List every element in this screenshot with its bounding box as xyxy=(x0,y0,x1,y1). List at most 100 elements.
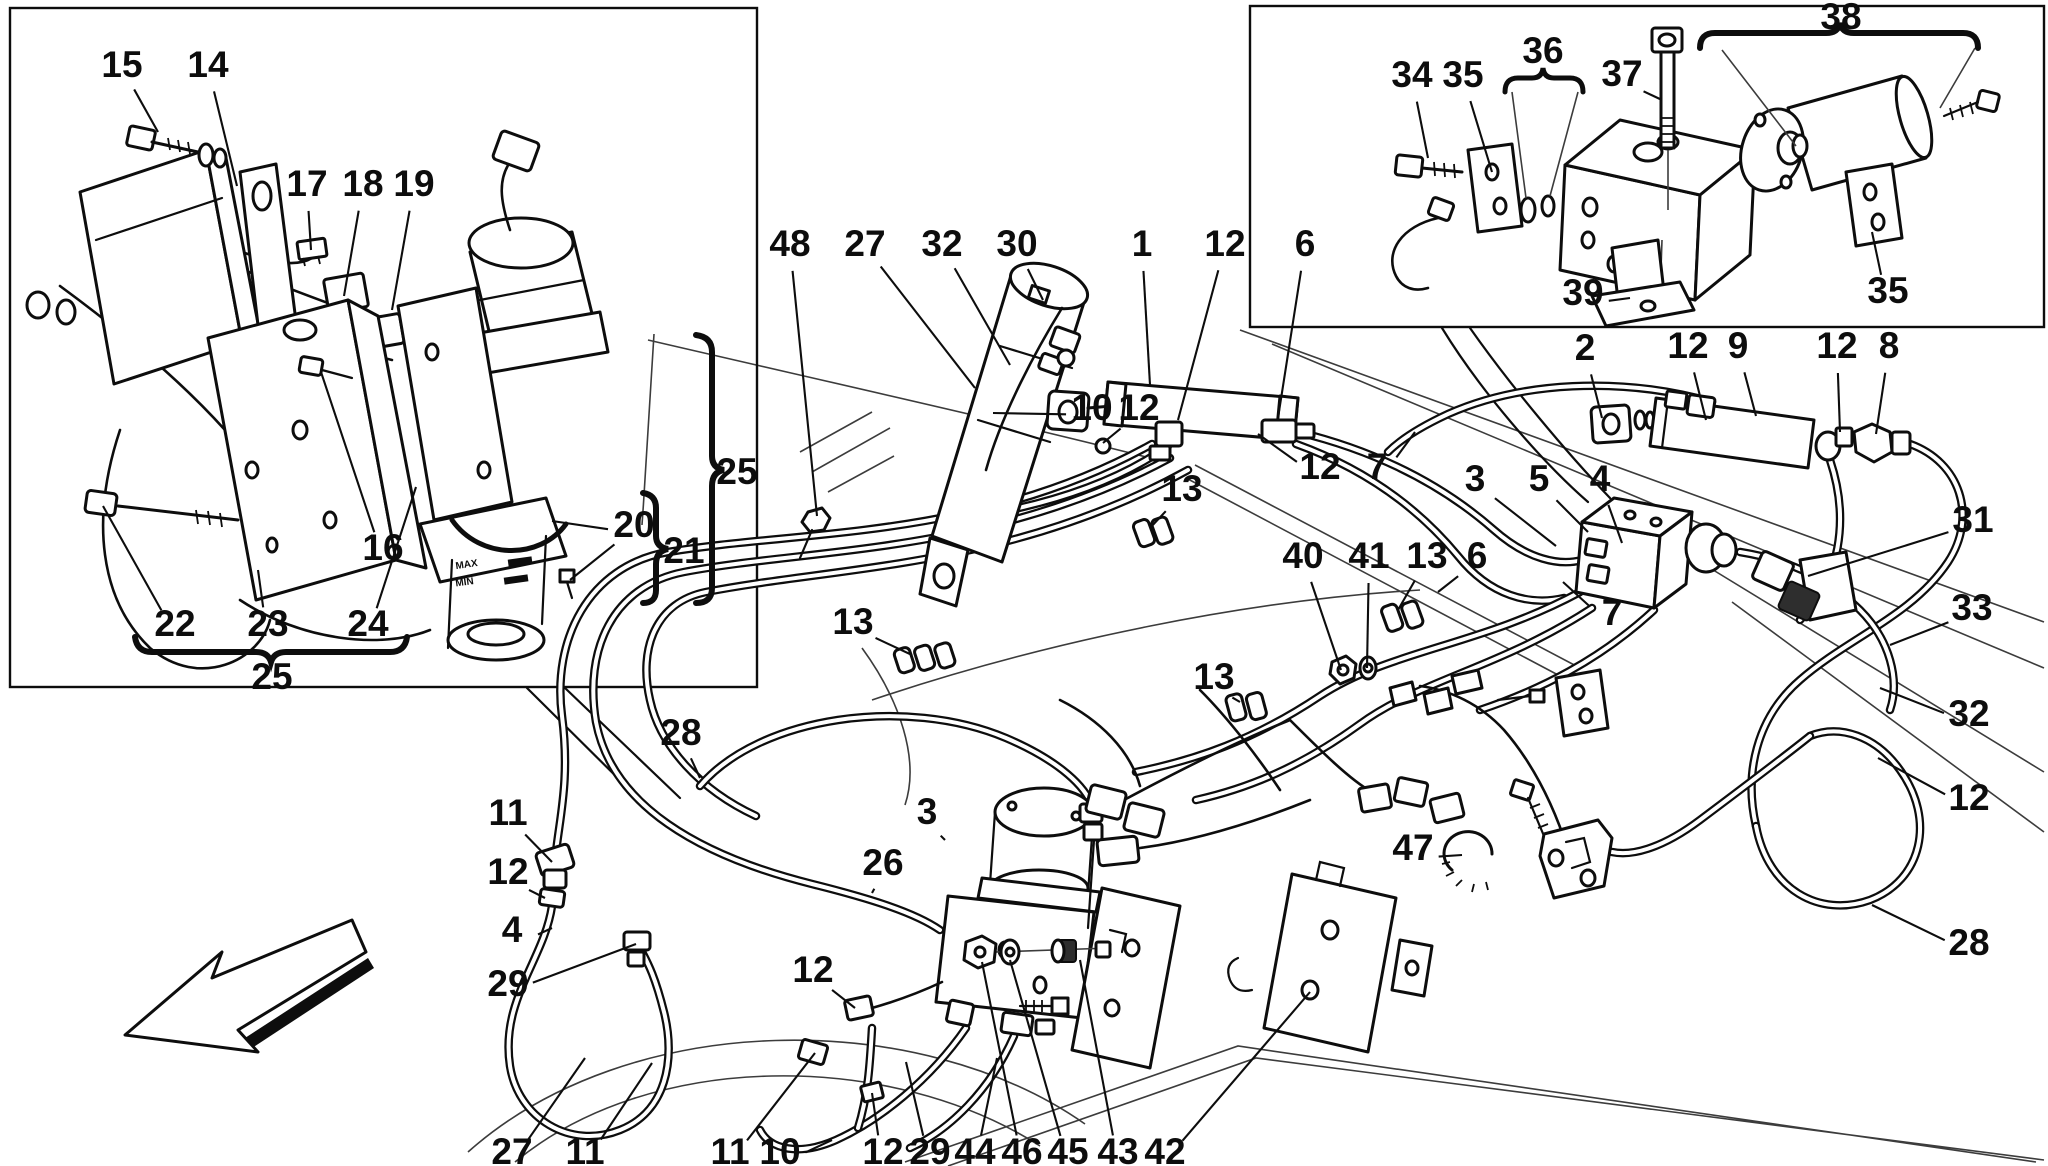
callout-14: 14 xyxy=(187,44,229,85)
reservoir-min-mark: MIN xyxy=(455,576,475,589)
oil-reservoir-20-21: MAX MIN xyxy=(418,496,576,662)
callout-7: 7 xyxy=(1367,446,1388,487)
inset-top-right-frame xyxy=(1248,4,2046,504)
callout-leader-46 xyxy=(980,961,1018,1136)
callout-leader-2 xyxy=(1590,374,1604,419)
callout-leader-12 xyxy=(1836,372,1842,433)
brace-25-right xyxy=(693,332,725,606)
callout-32: 32 xyxy=(1948,693,1989,734)
callout-34: 34 xyxy=(1391,54,1433,95)
callout-35: 35 xyxy=(1442,54,1483,95)
callout-2: 2 xyxy=(1575,327,1596,368)
callout-leader-6 xyxy=(1437,575,1459,593)
callout-44: 44 xyxy=(954,1131,996,1166)
callout-13: 13 xyxy=(1406,535,1447,576)
callout-18: 18 xyxy=(342,163,383,204)
callout-leader-15 xyxy=(133,88,159,133)
callout-19: 19 xyxy=(393,163,434,204)
callout-leader-16 xyxy=(320,371,376,533)
callout-leader-8 xyxy=(1874,372,1887,435)
callout-12: 12 xyxy=(487,851,528,892)
brace-25-bottom xyxy=(132,634,410,673)
callout-46: 46 xyxy=(1001,1131,1042,1166)
plate-44 xyxy=(1070,886,1182,1070)
callout-48: 48 xyxy=(769,223,810,264)
callout-leader-35 xyxy=(1469,100,1494,173)
callout-leader-12 xyxy=(1102,427,1122,444)
bottom-loop-fittings xyxy=(796,1038,885,1104)
callout-11: 11 xyxy=(488,792,527,833)
reservoir-max-mark: MAX xyxy=(455,558,479,572)
callout-leader-12 xyxy=(1693,372,1708,421)
callout-leader-7 xyxy=(1395,431,1416,458)
callout-leader-32 xyxy=(953,267,1011,366)
callout-leader-35 xyxy=(1870,231,1883,276)
washers-36 xyxy=(1511,91,1579,224)
callout-leader-3 xyxy=(1494,497,1557,547)
callout-28: 28 xyxy=(660,712,701,753)
callout-leader-33 xyxy=(1889,621,1949,646)
callout-leader-4 xyxy=(1607,504,1623,544)
callout-26: 26 xyxy=(862,842,903,883)
callout-1: 1 xyxy=(1132,223,1153,264)
callout-leader-27 xyxy=(879,265,976,389)
nut-washer xyxy=(25,290,77,326)
callout-leader-12 xyxy=(870,1092,880,1136)
callout-leader-30 xyxy=(1026,268,1044,301)
callout-leader-12 xyxy=(528,889,546,899)
bolt-15 xyxy=(125,124,228,169)
callout-31: 31 xyxy=(1952,499,1993,540)
callout-17: 17 xyxy=(286,163,327,204)
callout-12: 12 xyxy=(792,949,833,990)
callout-12: 12 xyxy=(862,1131,903,1166)
callout-22: 22 xyxy=(154,603,195,644)
callout-37: 37 xyxy=(1601,53,1642,94)
callout-43: 43 xyxy=(1097,1131,1138,1166)
callout-12: 12 xyxy=(1204,223,1245,264)
manifold-23 xyxy=(206,298,428,602)
callout-leader-3 xyxy=(939,834,946,841)
callout-12: 12 xyxy=(1667,325,1708,366)
callout-leader-27 xyxy=(527,1057,586,1141)
callout-9: 9 xyxy=(1728,325,1749,366)
callout-30: 30 xyxy=(996,223,1037,264)
callout-10: 10 xyxy=(1071,387,1112,428)
callout-leader-13 xyxy=(1397,579,1416,611)
callout-41: 41 xyxy=(1348,535,1389,576)
callout-28: 28 xyxy=(1948,922,1989,963)
bolt-16 xyxy=(297,355,354,380)
callout-42: 42 xyxy=(1144,1131,1185,1166)
car-body-lines xyxy=(467,329,2045,1166)
hydraulic-hoses xyxy=(504,381,1967,1154)
inset-control-unit-assembly: MAX MIN xyxy=(25,124,610,670)
callout-leader-45 xyxy=(1008,959,1062,1137)
callout-leader-48 xyxy=(791,270,819,517)
connector-31 xyxy=(1751,550,1858,622)
callout-leader-22 xyxy=(102,505,163,611)
callout-leader-11 xyxy=(746,1052,816,1142)
callout-leader-20 xyxy=(569,543,616,581)
inset-valve-block-assembly xyxy=(1391,26,2001,328)
callout-leader-26 xyxy=(871,888,876,894)
fastener-row xyxy=(962,934,1112,970)
callout-4: 4 xyxy=(502,909,523,950)
callout-leader-7 xyxy=(1562,581,1591,608)
callout-leader-34 xyxy=(1415,101,1430,159)
callout-leader-24 xyxy=(375,486,417,609)
callout-leader-12 xyxy=(831,989,856,1009)
callout-leader-12 xyxy=(1257,433,1298,463)
callout-leader-6 xyxy=(1276,270,1303,419)
callout-25: 25 xyxy=(716,451,757,492)
callout-leader-12 xyxy=(1877,757,1946,796)
callout-36: 36 xyxy=(1522,30,1563,71)
bolt-34 xyxy=(1393,153,1464,179)
callout-leader-13 xyxy=(1149,510,1167,529)
callout-leader-39 xyxy=(1608,296,1631,302)
actuator-upper xyxy=(918,261,1090,608)
direction-arrow xyxy=(123,918,374,1054)
pump-motor xyxy=(460,129,610,378)
callout-32: 32 xyxy=(921,223,962,264)
callout-leader-9 xyxy=(1743,372,1758,417)
